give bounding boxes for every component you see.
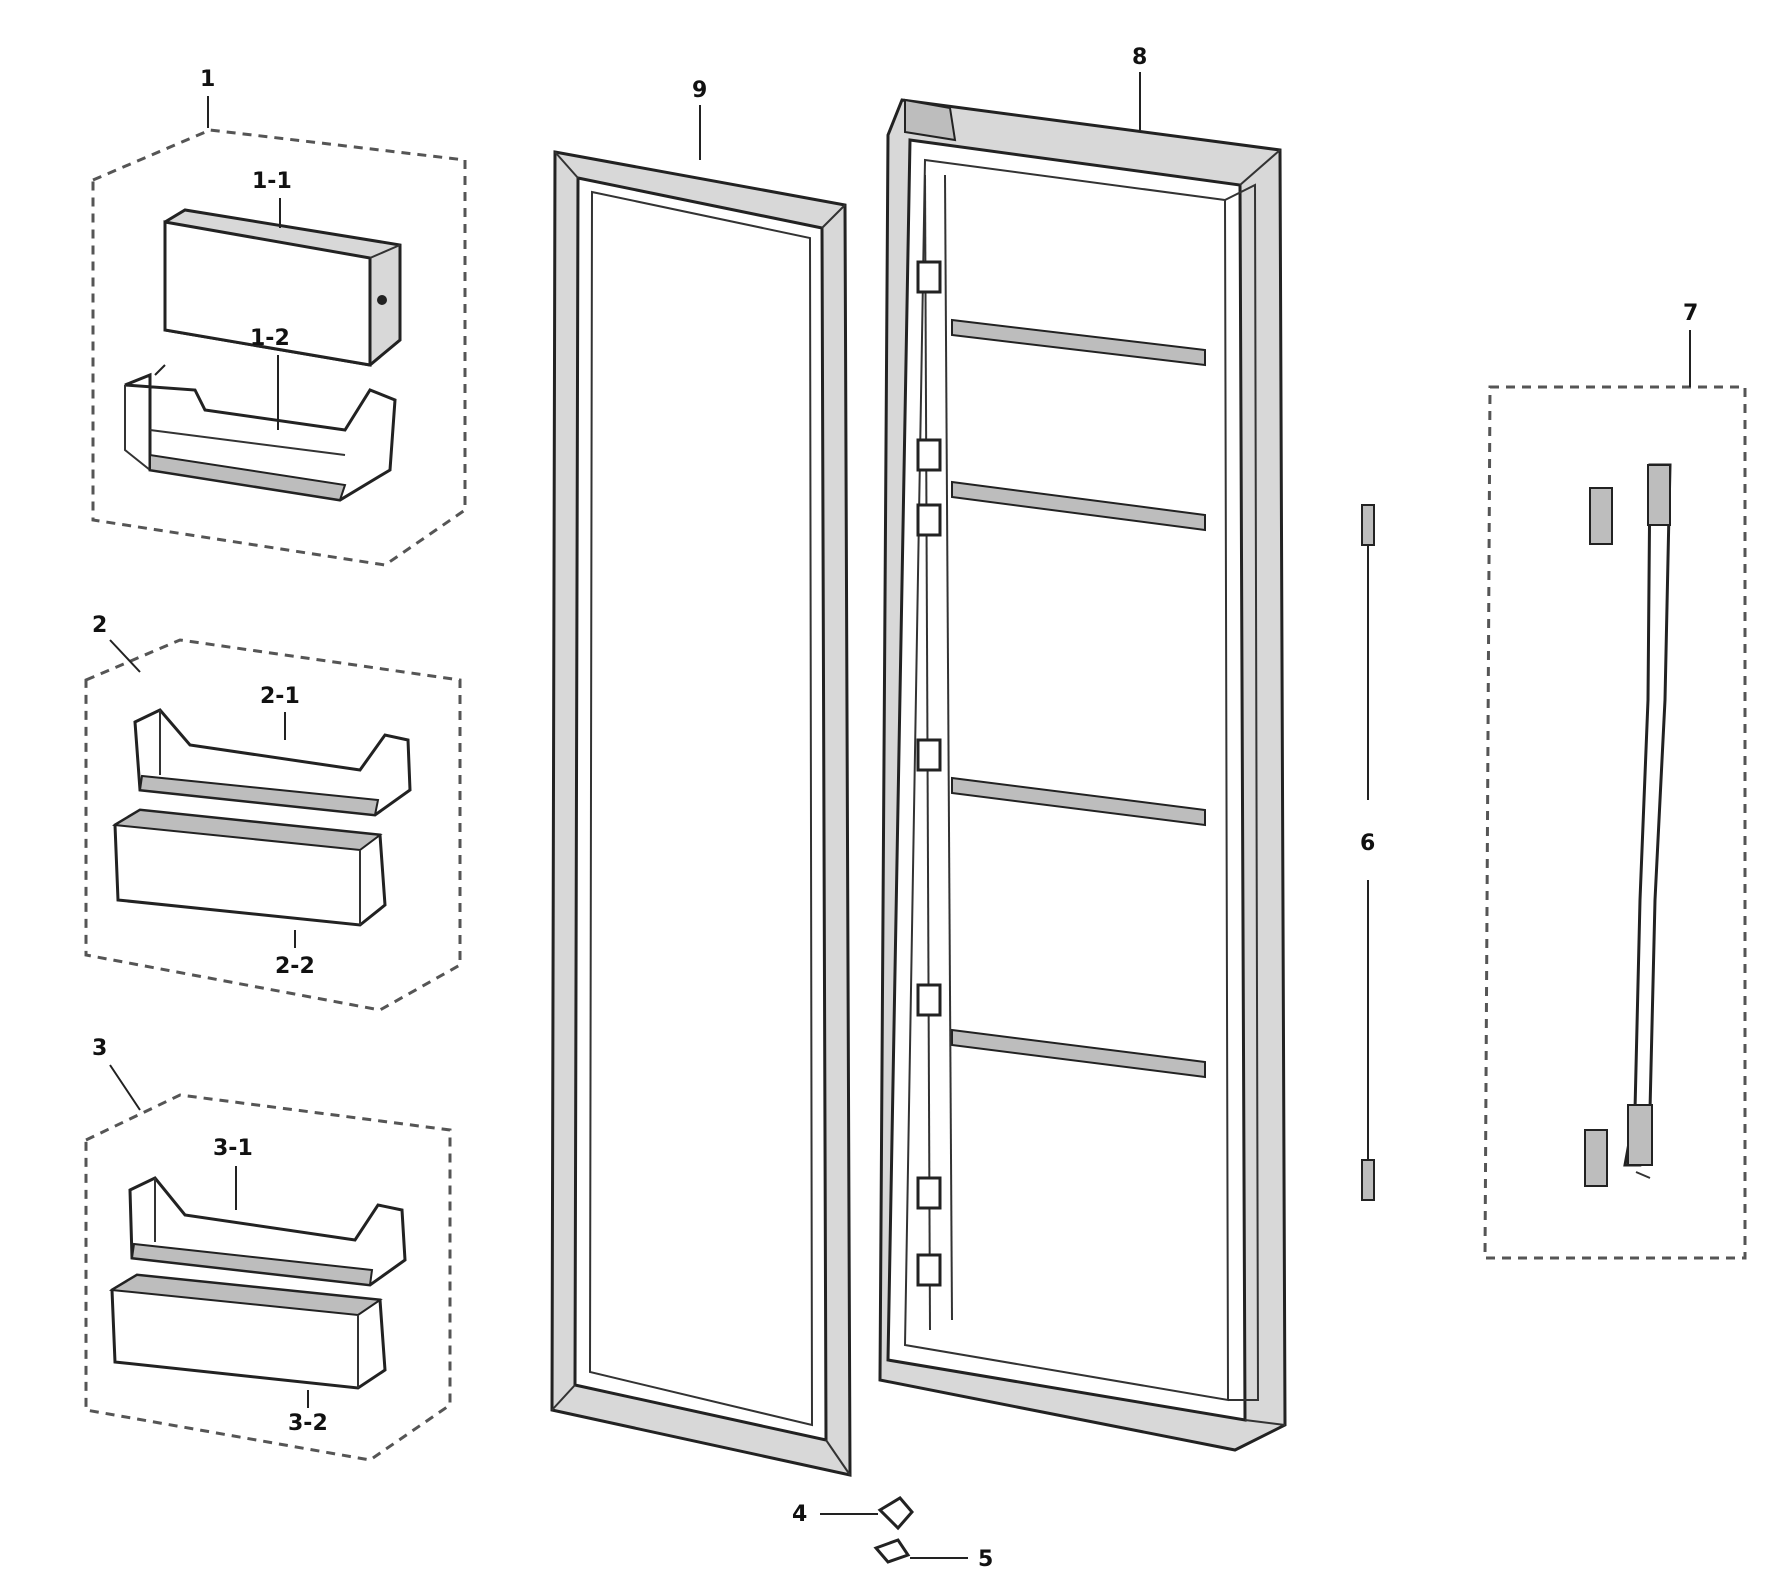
part-5-hinge-pin — [873, 1538, 968, 1564]
callout-1: 1 — [200, 67, 215, 92]
shelf-hook — [916, 1176, 942, 1210]
screw-top — [1361, 504, 1375, 546]
callout-3: 3 — [92, 1036, 107, 1061]
group-1-assembly: 1 1-2 1-1 1-2 — [91, 67, 467, 567]
callout-4: 4 — [792, 1502, 807, 1527]
shelf-hook — [916, 260, 942, 294]
callout-3-1: 3-1 — [213, 1136, 253, 1161]
handle-bracket-top — [1589, 487, 1613, 545]
part-8-door-assembly — [878, 98, 1287, 1452]
callout-2-2: 2-2 — [275, 954, 315, 979]
callout-9: 9 — [692, 78, 707, 103]
callout-1-2: 1-2 — [250, 326, 290, 351]
group-3-dashed-boundary — [84, 1093, 452, 1462]
part-2-1-shelf-bin — [133, 708, 412, 817]
part-4-hinge-cap — [820, 1496, 914, 1531]
part-2-2-lower-bin — [111, 808, 387, 927]
door-shelf-rail — [951, 1028, 1206, 1079]
shelf-hook — [916, 438, 942, 472]
callout-8: 8 — [1132, 45, 1147, 70]
group-7-dashed-boundary — [1483, 385, 1747, 1260]
group-3-assembly: 3 3-1 3-2 — [84, 1036, 452, 1462]
shelf-hook — [916, 983, 942, 1017]
callout-1-1-label: 1-1 — [252, 169, 292, 194]
part-6-screw-set — [1361, 504, 1375, 1201]
group-2-assembly: 2 2-1 2-2 — [84, 613, 462, 1012]
callout-2-1: 2-1 — [260, 684, 300, 709]
group-1-dashed-boundary — [91, 128, 467, 567]
handle-bracket-bottom — [1584, 1129, 1608, 1187]
callout-3-2: 3-2 — [288, 1411, 328, 1436]
shelf-hook — [916, 1253, 942, 1287]
callout-7: 7 — [1683, 301, 1698, 326]
door-handle — [1623, 463, 1672, 1167]
part-9-door-gasket — [550, 150, 852, 1477]
shelf-hook — [916, 503, 942, 537]
group-7-handle-assembly: 7 — [1483, 301, 1747, 1260]
part-3-2-lower-bin — [108, 1273, 387, 1390]
door-shelf-rail — [951, 318, 1206, 367]
callout-5: 5 — [978, 1547, 993, 1572]
group-2-dashed-boundary — [84, 638, 462, 1012]
part-1-2-bin — [124, 364, 397, 502]
part-1-1-cover — [163, 208, 402, 367]
door-shelf-rail — [951, 776, 1206, 827]
callout-6: 6 — [1360, 831, 1375, 856]
shelf-hook — [916, 738, 942, 772]
callout-2: 2 — [92, 613, 107, 638]
door-shelf-rail — [951, 480, 1206, 532]
part-3-1-shelf-bin — [128, 1176, 407, 1287]
screw-bottom — [1361, 1159, 1375, 1201]
